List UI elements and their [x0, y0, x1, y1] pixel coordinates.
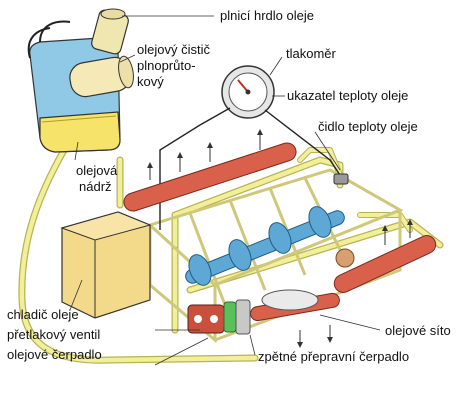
label-temp-indicator: ukazatel teploty oleje — [287, 88, 409, 103]
leader-lines — [69, 15, 381, 366]
label-scavenge-pump: zpětné přepravní čerpadlo — [258, 349, 410, 364]
oil-cooler-icon — [60, 211, 152, 319]
label-oil-tank-line2: nádrž — [79, 179, 112, 194]
label-oil-screen: olejové síto — [385, 323, 451, 338]
oil-screen-icon — [261, 289, 319, 311]
tank-wires — [27, 20, 71, 59]
label-oil-filter-line2: plnoprůto- — [137, 58, 196, 73]
pressure-gauge-icon — [221, 65, 275, 119]
oil-tank-icon — [29, 37, 121, 153]
label-oil-tank-line1: olejová — [76, 163, 118, 178]
oil-pump-icon — [187, 299, 251, 335]
temp-sensor-icon — [333, 173, 349, 185]
label-oil-filter-line3: kový — [137, 74, 164, 89]
label-temp-sensor: čidlo teploty oleje — [318, 119, 418, 134]
label-filler-neck: plnicí hrdlo oleje — [220, 8, 314, 23]
oil-filler-neck — [91, 8, 129, 55]
label-oil-filter-line1: olejový čistič — [137, 42, 210, 57]
oil-filter-icon — [69, 55, 134, 98]
flow-arrows — [147, 129, 413, 348]
crankshaft-icon — [185, 206, 355, 286]
label-oil-cooler: chladič oleje — [7, 307, 79, 322]
label-pressure-gauge: tlakoměr — [286, 46, 336, 61]
label-relief-valve: přetlakový ventil — [7, 327, 101, 342]
label-oil-pump: olejové čerpadlo — [7, 347, 102, 362]
